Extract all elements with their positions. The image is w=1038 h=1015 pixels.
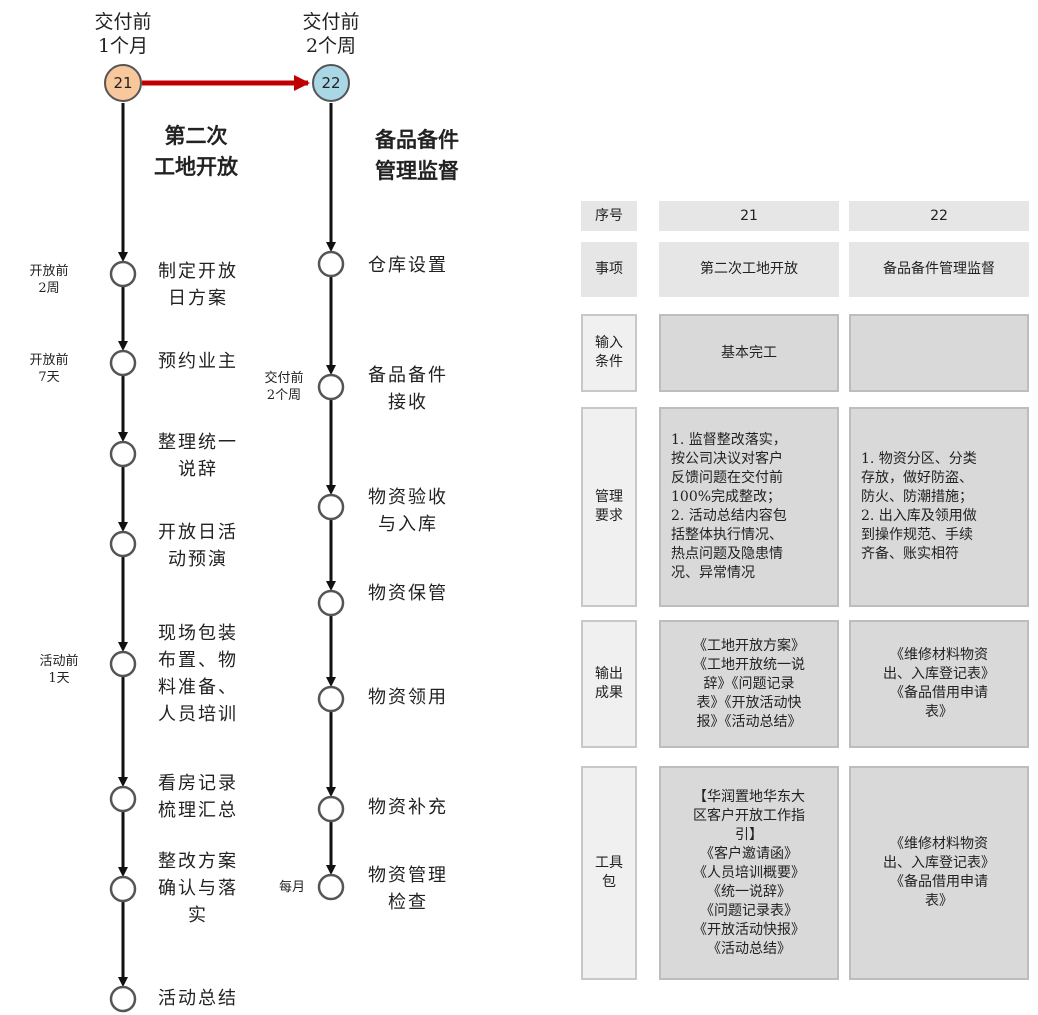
step-node xyxy=(317,795,345,823)
step-node xyxy=(317,589,345,617)
step-label: 看房记录 梳理汇总 xyxy=(158,773,238,821)
step-label: 活动总结 xyxy=(158,988,238,1009)
step-node xyxy=(109,785,137,813)
cell-21-input: 基本完工 xyxy=(659,314,839,392)
row-label-index: 序号 xyxy=(581,201,637,231)
step-node xyxy=(109,650,137,678)
row-label-output: 输出 成果 xyxy=(581,620,637,748)
step-label: 现场包装 布置、物 料准备、 人员培训 xyxy=(158,623,238,725)
step-node xyxy=(317,685,345,713)
cell-22-item: 备品备件管理监督 xyxy=(849,242,1029,297)
cell-22-requirements: 1. 物资分区、分类 存放，做好防盗、 防火、防潮措施； 2. 出入库及领用做 … xyxy=(849,407,1029,607)
cell-22-toolkit: 《维修材料物资 出、入库登记表》 《备品借用申请 表》 xyxy=(849,766,1029,980)
phase-21-timing: 交付前 1个月 xyxy=(94,11,152,57)
step-node xyxy=(317,493,345,521)
phase-22-timing: 交付前 2个周 xyxy=(302,11,360,57)
step-node xyxy=(109,875,137,903)
cell-21-index: 21 xyxy=(659,201,839,231)
cell-22-index: 22 xyxy=(849,201,1029,231)
step-label: 预约业主 xyxy=(158,351,238,372)
step-node xyxy=(109,985,137,1013)
step-timing: 每月 xyxy=(278,880,305,895)
cell-21-output: 《工地开放方案》 《工地开放统一说 辞》《问题记录 表》《开放活动快 报》《活动… xyxy=(659,620,839,748)
row-label-input: 输入 条件 xyxy=(581,314,637,392)
step-node xyxy=(109,530,137,558)
step-node xyxy=(317,250,345,278)
row-label-toolkit: 工具 包 xyxy=(581,766,637,980)
cell-21-toolkit: 【华润置地华东大 区客户开放工作指 引】 《客户邀请函》 《人员培训概要》 《统… xyxy=(659,766,839,980)
step-label: 物资验收 与入库 xyxy=(368,487,448,535)
step-label: 物资管理 检查 xyxy=(368,865,448,913)
phase-21-badge: 21 xyxy=(104,64,142,102)
phase-21-nodes xyxy=(109,260,137,1013)
step-node xyxy=(109,260,137,288)
cell-22-output: 《维修材料物资 出、入库登记表》 《备品借用申请 表》 xyxy=(849,620,1029,748)
step-label: 开放日活 动预演 xyxy=(158,522,238,570)
step-label: 物资领用 xyxy=(368,687,448,708)
step-label: 制定开放 日方案 xyxy=(158,261,238,309)
step-node xyxy=(317,873,345,901)
step-timing: 交付前 2个周 xyxy=(264,371,304,403)
step-node xyxy=(109,440,137,468)
phase-22-nodes xyxy=(317,250,345,901)
phase-22-title: 备品备件 管理监督 xyxy=(375,127,459,183)
row-label-item: 事项 xyxy=(581,242,637,297)
step-timing: 活动前 1天 xyxy=(39,654,79,686)
step-node xyxy=(317,373,345,401)
row-label-requirements: 管理 要求 xyxy=(581,407,637,607)
step-node xyxy=(109,349,137,377)
step-timing: 开放前 7天 xyxy=(29,353,69,385)
step-timing: 开放前 2周 xyxy=(29,264,69,296)
step-label: 备品备件 接收 xyxy=(368,365,448,413)
flow-diagram xyxy=(109,75,345,1013)
phase-21-title: 第二次 工地开放 xyxy=(154,123,238,179)
step-label: 整改方案 确认与落 实 xyxy=(158,851,238,926)
cell-21-item: 第二次工地开放 xyxy=(659,242,839,297)
step-label: 物资保管 xyxy=(368,583,448,604)
step-label: 整理统一 说辞 xyxy=(158,432,238,480)
phase-22-badge: 22 xyxy=(312,64,350,102)
step-label: 物资补充 xyxy=(368,797,448,818)
step-label: 仓库设置 xyxy=(368,255,448,276)
cell-22-input xyxy=(849,314,1029,392)
cell-21-requirements: 1. 监督整改落实， 按公司决议对客户 反馈问题在交付前 100%完成整改； 2… xyxy=(659,407,839,607)
